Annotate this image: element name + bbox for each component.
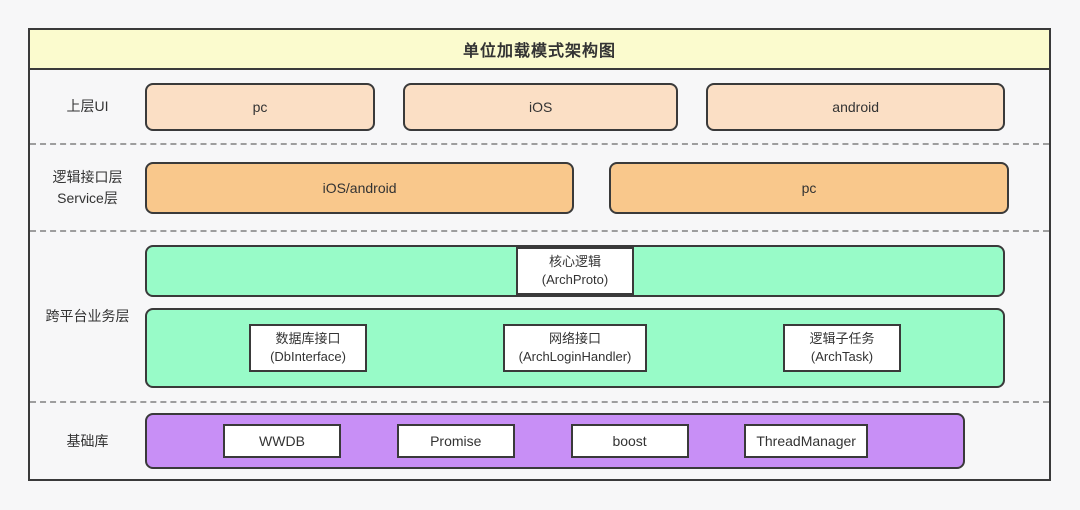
node-label: android (832, 98, 879, 115)
node-network-interface: 网络接口 (ArchLoginHandler) (502, 324, 648, 372)
band-base-libs: WWDB Promise boost ThreadManager (145, 413, 965, 469)
node-lib-boost: boost (570, 424, 689, 458)
layer-row-cross-platform: 跨平台业务层 核心逻辑 (ArchProto) 数据库接口 (DbInterfa… (30, 232, 1049, 403)
node-ui-pc: pc (145, 82, 375, 131)
architecture-diagram: 单位加载模式架构图 上层UI pc iOS android 逻辑接口层 Serv… (28, 28, 1051, 481)
layer-label-cross-platform: 跨平台业务层 (30, 232, 145, 401)
layer-row-base-libs: 基础库 WWDB Promise boost ThreadManager (30, 403, 1049, 479)
node-service-ios-android: iOS/android (145, 161, 575, 214)
node-lib-threadmanager: ThreadManager (744, 424, 868, 458)
node-label-line2: (DbInterface) (270, 349, 346, 364)
node-label: iOS/android (322, 179, 397, 196)
layer-content-cross-platform: 核心逻辑 (ArchProto) 数据库接口 (DbInterface) 网络接… (145, 232, 1049, 401)
node-lib-wwdb: WWDB (223, 424, 341, 458)
node-label-line2: (ArchTask) (810, 349, 874, 364)
node-label-line2: (ArchLoginHandler) (518, 349, 632, 364)
node-label: boost (612, 433, 647, 449)
layer-row-service: 逻辑接口层 Service层 iOS/android pc (30, 145, 1049, 232)
diagram-title: 单位加载模式架构图 (462, 43, 616, 60)
layer-content-base-libs: WWDB Promise boost ThreadManager (145, 403, 1049, 479)
layer-label-text: 基础库 (66, 432, 109, 449)
layer-content-upper-ui: pc iOS android (145, 70, 1049, 143)
band-cross-modules: 数据库接口 (DbInterface) 网络接口 (ArchLoginHandl… (145, 308, 1005, 388)
node-label: pc (801, 179, 817, 196)
layer-row-upper-ui: 上层UI pc iOS android (30, 70, 1049, 145)
band-core-logic: 核心逻辑 (ArchProto) (145, 245, 1005, 297)
node-label: WWDB (259, 433, 305, 449)
layer-label-base-libs: 基础库 (30, 403, 145, 479)
node-ui-ios: iOS (402, 82, 679, 131)
node-ui-android: android (706, 82, 1005, 131)
node-core-logic-archproto: 核心逻辑 (ArchProto) (516, 247, 634, 295)
node-lib-promise: Promise (396, 424, 515, 458)
node-label: Promise (430, 433, 482, 449)
node-label-line2: (ArchProto) (541, 272, 609, 287)
layer-content-service: iOS/android pc (145, 145, 1049, 230)
node-logic-subtask: 逻辑子任务 (ArchTask) (782, 324, 901, 372)
node-label: pc (252, 98, 268, 115)
layer-label-upper-ui: 上层UI (30, 70, 145, 143)
node-label-line1: 网络接口 (548, 331, 601, 347)
node-label: iOS (528, 98, 553, 115)
layer-label-text-line1: 逻辑接口层 (52, 169, 123, 186)
node-label-line1: 数据库接口 (275, 331, 341, 347)
node-label-line1: 核心逻辑 (548, 254, 601, 270)
node-label-line1: 逻辑子任务 (809, 331, 875, 347)
layer-label-text: 跨平台业务层 (45, 308, 130, 325)
diagram-title-bar: 单位加载模式架构图 (30, 30, 1049, 70)
layer-label-text: 上层UI (66, 98, 109, 115)
node-service-pc: pc (609, 161, 1009, 214)
node-label: ThreadManager (756, 433, 856, 449)
layer-label-text-line2: Service层 (57, 189, 118, 206)
node-db-interface: 数据库接口 (DbInterface) (249, 324, 367, 372)
layer-label-service: 逻辑接口层 Service层 (30, 145, 145, 230)
